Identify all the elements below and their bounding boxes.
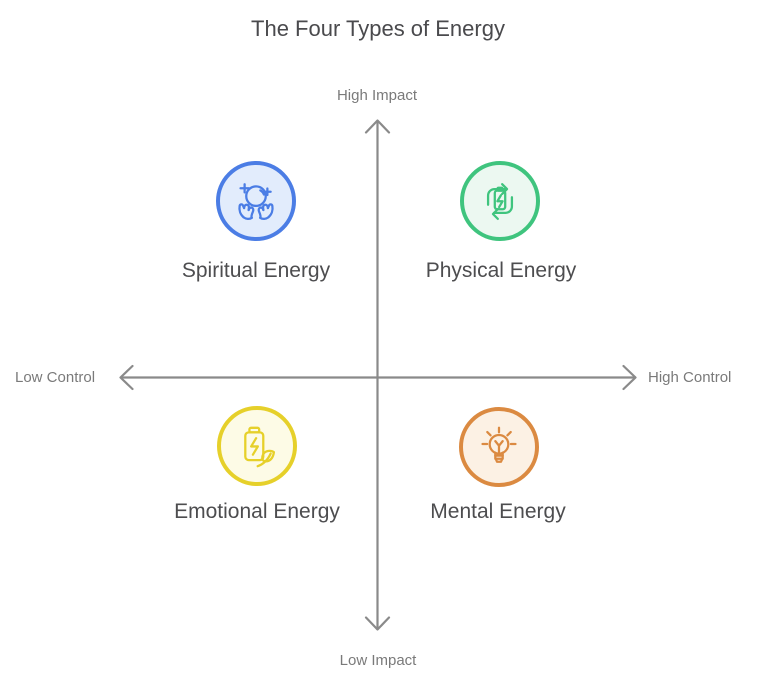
axis-label-high-control: High Control <box>648 369 732 386</box>
emotional-energy-label: Emotional Energy <box>174 500 340 523</box>
battery-leaf-icon <box>244 426 276 468</box>
left-arrowhead-icon <box>119 364 134 391</box>
diagram-title: The Four Types of Energy <box>251 16 505 41</box>
right-arrowhead-icon <box>622 364 637 391</box>
physical-energy-badge <box>460 161 540 241</box>
spiritual-energy-badge <box>216 161 296 241</box>
up-arrowhead-icon <box>364 119 391 134</box>
physical-energy-label: Physical Energy <box>425 259 577 282</box>
lightbulb-rays-icon <box>481 426 517 463</box>
emotional-energy-badge <box>217 406 297 486</box>
mental-energy-label: Mental Energy <box>430 500 566 523</box>
battery-recharge-cycle-icon <box>486 183 514 221</box>
axis-label-high-impact: High Impact <box>336 87 418 104</box>
down-arrowhead-icon <box>364 616 391 631</box>
axis-label-low-control: Low Control <box>15 369 96 386</box>
crystal-ball-in-hands-icon <box>238 183 274 220</box>
mental-energy-badge <box>459 407 539 487</box>
axis-label-low-impact: Low Impact <box>339 652 417 669</box>
spiritual-energy-label: Spiritual Energy <box>181 259 331 282</box>
